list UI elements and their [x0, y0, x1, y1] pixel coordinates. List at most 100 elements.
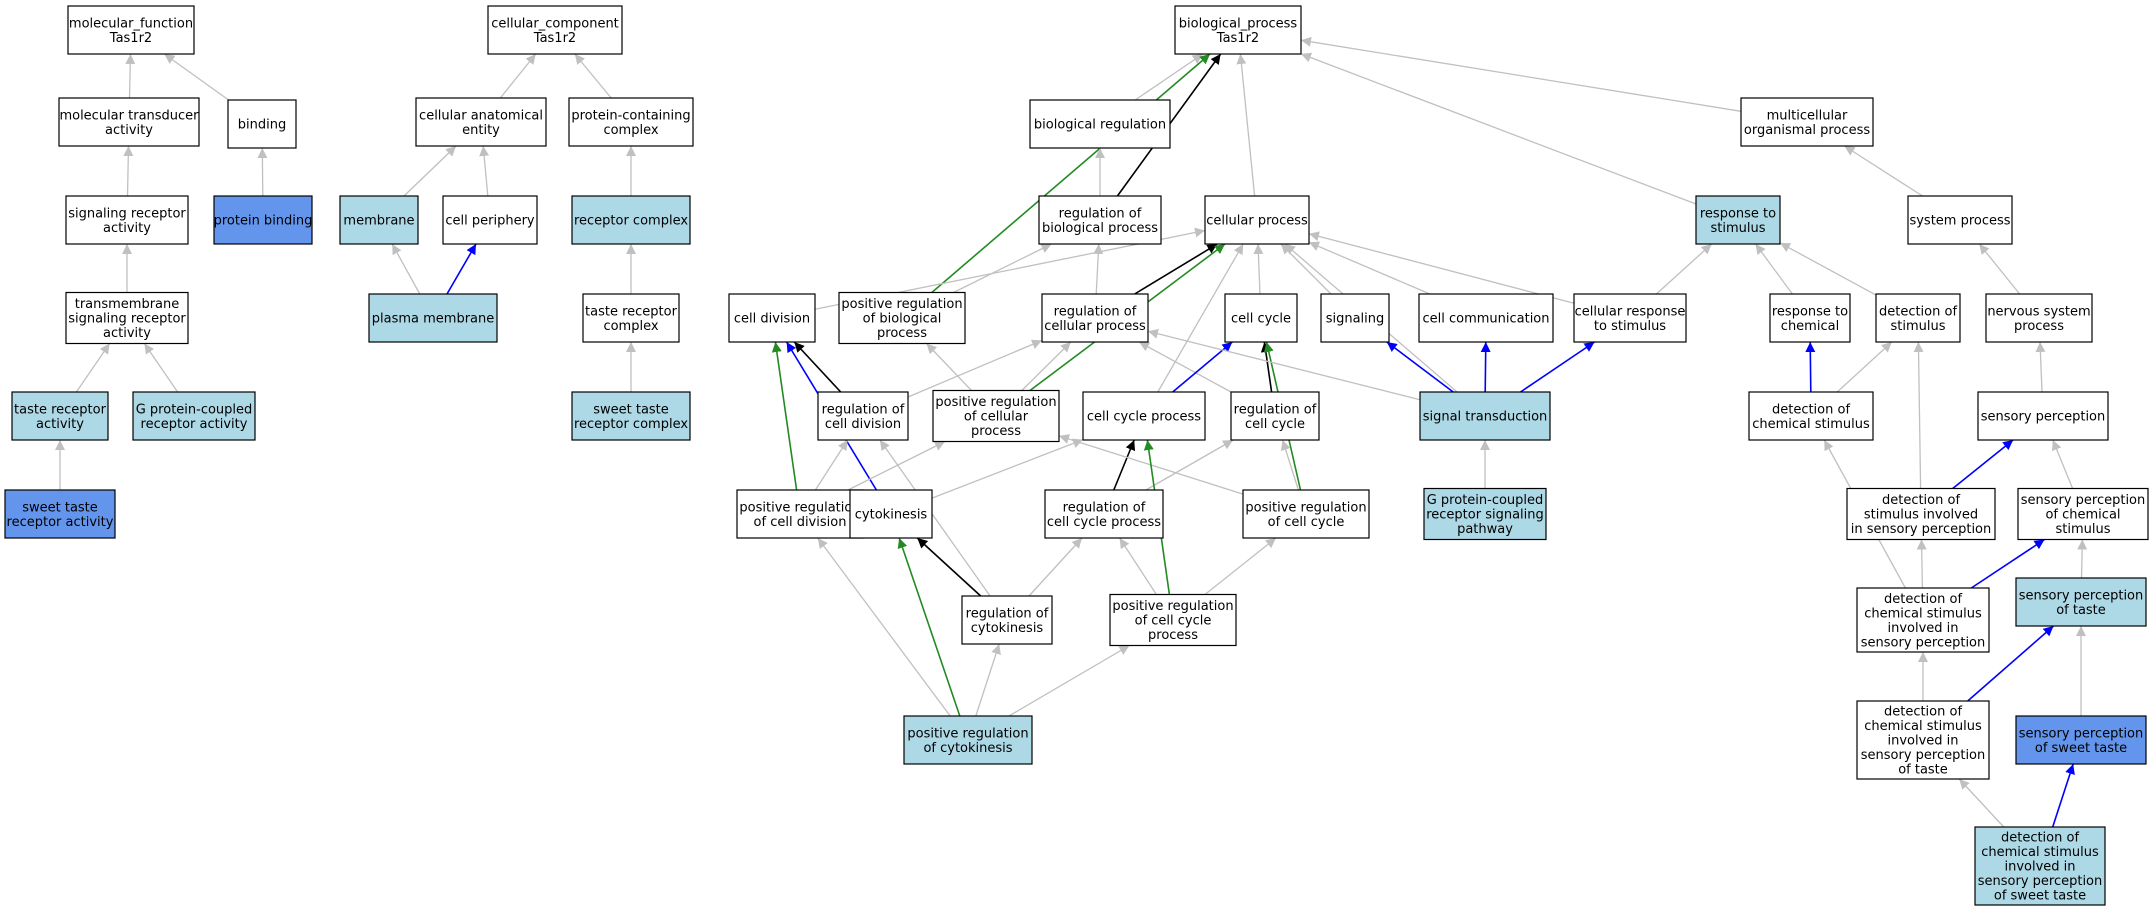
term-node-binding[interactable]: binding — [227, 99, 297, 149]
term-label-line: positive regulation — [935, 395, 1056, 410]
term-label-line: of biological — [863, 312, 942, 327]
edge-cytok-to-ccprocess — [931, 438, 1084, 499]
term-label-line: sensory perception — [2019, 726, 2144, 741]
term-label-line: cell cycle — [1245, 417, 1305, 432]
term-node-cytok[interactable]: cytokinesis — [849, 489, 933, 539]
edge-ccomm-to-cellp — [1308, 241, 1431, 295]
term-node-sysp[interactable]: system process — [1907, 195, 2013, 245]
term-box — [368, 293, 498, 343]
edge-st-to-signaling — [1386, 341, 1454, 393]
term-label-line: regulation of — [1234, 402, 1317, 417]
term-node-ccprocess[interactable]: cell cycle process — [1082, 391, 1206, 441]
term-label-line: stimulus involved — [1864, 508, 1978, 523]
term-label-line: cellular process — [1044, 319, 1146, 334]
term-label-line: of chemical — [2045, 508, 2120, 523]
edge-dosisp-to-sensp — [1952, 439, 2014, 490]
term-node-membrane[interactable]: membrane — [339, 195, 419, 245]
term-box — [2017, 487, 2149, 541]
term-node-sensp[interactable]: sensory perception — [1977, 391, 2109, 441]
term-label-line: of taste — [2056, 603, 2106, 618]
term-label-line: multicellular — [1767, 108, 1848, 123]
term-node-breg[interactable]: biological regulation — [1029, 99, 1171, 149]
term-node-celldiv[interactable]: cell division — [728, 293, 816, 343]
term-box — [1174, 5, 1302, 55]
term-label-line: regulation of — [1063, 500, 1146, 515]
term-label-line: detection of — [1882, 493, 1960, 508]
edge-gpcra-to-tsra — [143, 343, 179, 393]
term-node-pb[interactable]: protein binding — [213, 195, 313, 245]
term-node-pm[interactable]: plasma membrane — [368, 293, 498, 343]
term-label-line: sensory perception — [1981, 410, 2106, 425]
term-box — [571, 195, 691, 245]
term-box — [838, 291, 966, 345]
term-label-line: biological_process — [1179, 16, 1298, 31]
term-box — [4, 489, 116, 539]
term-node-cellcycle[interactable]: cell cycle — [1224, 293, 1298, 343]
term-box — [58, 97, 200, 147]
term-label-line: regulation of — [1054, 304, 1137, 319]
edge-prcp-to-prbp — [926, 343, 972, 391]
term-label-line: chemical stimulus — [1981, 845, 2099, 860]
edge-signaling-to-cellp — [1280, 243, 1332, 295]
term-label-line: Tas1r2 — [1216, 31, 1259, 46]
term-box — [1224, 293, 1298, 343]
term-box — [1573, 293, 1687, 343]
term-node-cp[interactable]: cell periphery — [442, 195, 538, 245]
term-box — [1038, 195, 1162, 245]
term-node-st[interactable]: signal transduction — [1419, 391, 1551, 441]
term-label-line: signaling — [1326, 312, 1385, 327]
term-label-line: positive regulation — [1245, 500, 1366, 515]
term-label-line: biological regulation — [1034, 118, 1166, 133]
edge-docsispt-to-spt — [1967, 625, 2055, 702]
term-node-cellp[interactable]: cellular process — [1204, 195, 1310, 245]
term-label-line: chemical stimulus — [1864, 719, 1982, 734]
term-node-signaling[interactable]: signaling — [1320, 293, 1390, 343]
term-node-rc[interactable]: receptor complex — [571, 195, 691, 245]
term-node-ccomm[interactable]: cell communication — [1418, 293, 1554, 343]
edge-sensp-to-nsp — [2035, 341, 2046, 393]
edge-prcc-to-rcc — [1280, 439, 1300, 491]
term-box — [1856, 700, 1990, 780]
